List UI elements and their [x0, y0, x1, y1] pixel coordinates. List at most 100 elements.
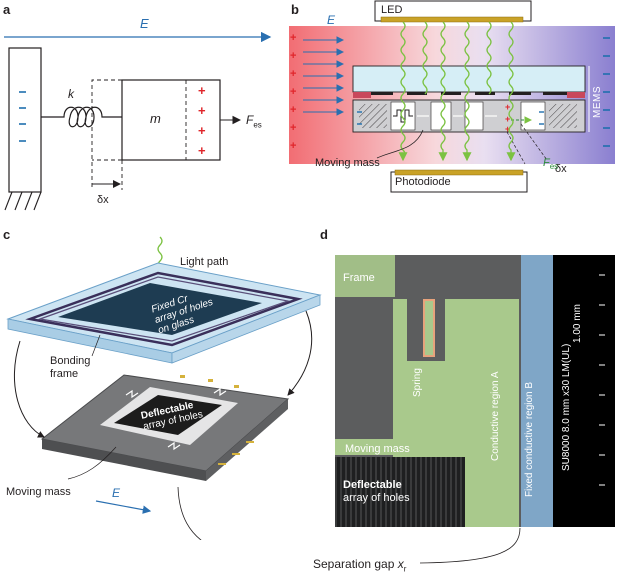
field-arrows — [303, 36, 345, 116]
displacement-label-b: δx — [555, 163, 567, 175]
bonding-layer-left — [353, 92, 371, 98]
assembly-arrow-right — [287, 310, 313, 396]
separation-gap-curve-right — [419, 527, 521, 564]
panel-b: b — [285, 0, 620, 215]
mems-base-side — [206, 399, 288, 481]
panel-c-diagram — [6, 236, 322, 540]
right-minus-charges — [603, 37, 610, 147]
ground-hatch — [4, 191, 42, 211]
svg-text:+: + — [198, 103, 206, 118]
svg-text:+: + — [290, 140, 296, 152]
sem-info-label: SU8000 8.0 mm x30 LM(UL) — [561, 343, 572, 471]
panel-c: c — [0, 225, 325, 540]
cr-array-dark-region — [58, 283, 262, 335]
deflectable-rest-d: array of holes — [343, 491, 410, 504]
svg-text:+: + — [290, 32, 296, 44]
silicon-gaps — [390, 101, 546, 131]
sem-info-bar — [553, 255, 615, 527]
svg-text:+: + — [290, 86, 296, 98]
field-label-b: E — [327, 13, 336, 27]
deflectable-array-region — [114, 395, 222, 435]
field-label-c: E — [112, 486, 121, 500]
frame-label-d: Frame — [343, 272, 375, 284]
force-leader-b — [520, 123, 548, 161]
moving-mass-label-d: Moving mass — [345, 443, 410, 455]
bonding-frame-inner — [37, 276, 291, 342]
scale-bar — [599, 274, 605, 486]
svg-text:+: + — [290, 122, 296, 134]
photodiode-gold-strip — [394, 169, 524, 176]
photodiode-label: Photodiode — [395, 176, 451, 188]
force-label-a: Fes — [246, 114, 262, 129]
silicon-spring-meander — [393, 109, 413, 123]
bonding-layer-right — [567, 92, 585, 98]
separation-gap-subscript: r — [403, 564, 407, 574]
moving-mass-leader — [376, 129, 424, 159]
svg-text:+: + — [290, 104, 296, 116]
separation-gap-label: Separation gap xr — [313, 558, 406, 573]
assembly-arrow-left — [13, 340, 45, 438]
separation-gap-text: Separation gap — [313, 557, 398, 571]
wall-minus-charges — [19, 91, 26, 142]
separation-gap-variable: x — [397, 557, 404, 571]
panel-letter-d: d — [320, 227, 328, 242]
mems-base-front — [42, 439, 206, 481]
left-comb-hatch — [359, 104, 387, 128]
panel-b-diagram: ++++ +++ +++ — [289, 0, 615, 193]
gold-contact-pads — [180, 375, 254, 465]
field-arrow-c — [95, 500, 152, 514]
force-subscript: es — [253, 120, 262, 130]
conductive-a-label: Conductive region A — [490, 371, 501, 461]
light-path-label: Light path — [180, 256, 229, 268]
spring-structures-c — [125, 387, 227, 451]
svg-text:+: + — [198, 83, 206, 98]
spring-beam — [423, 299, 435, 357]
panel-d: d Frame Spring Conductive region A Fixed — [315, 225, 620, 540]
light-paths — [398, 21, 516, 162]
moving-mass-label-b: Moving mass — [315, 157, 380, 169]
mass-minus-charges-b — [357, 111, 544, 125]
fixed-wall — [8, 47, 42, 193]
svg-text:+: + — [198, 123, 206, 138]
force-label-b: Fes — [543, 158, 558, 171]
field-label-a: E — [140, 16, 149, 31]
separation-gap-curve-left — [177, 486, 202, 540]
right-comb-hatch — [549, 104, 577, 128]
spring-coil — [41, 106, 122, 128]
frame-region — [335, 255, 395, 297]
force-symbol: F — [246, 113, 254, 127]
fixed-region-b — [521, 255, 553, 527]
svg-text:+: + — [505, 114, 510, 124]
bonding-frame-outer — [25, 271, 303, 347]
panel-letter-b: b — [291, 2, 299, 17]
bonding-frame-leader — [91, 334, 101, 357]
sem-image — [335, 255, 615, 527]
mems-label: MEMS — [592, 86, 603, 118]
moving-mass-strip — [335, 439, 465, 455]
displacement-label-a: δx — [97, 194, 109, 206]
led-gold-strip — [380, 16, 524, 23]
mass-plus-charges: + + + + — [198, 83, 206, 158]
led-label: LED — [381, 4, 403, 16]
mass-block — [121, 79, 221, 161]
separation-gap-connector — [419, 527, 521, 564]
svg-text:+: + — [505, 124, 510, 134]
scale-label: 1.00 mm — [572, 304, 583, 343]
bonding-frame-text: Bonding frame — [50, 355, 91, 380]
displacement-leader-b — [506, 131, 526, 165]
svg-text:+: + — [198, 143, 206, 158]
left-plus-charges: ++++ +++ — [290, 32, 296, 152]
deflectable-array-region-d — [335, 457, 465, 527]
moving-mass-leader-c — [67, 446, 117, 480]
force-symbol-b: F — [543, 157, 550, 169]
force-subscript-b: es — [549, 162, 559, 172]
spring-label: k — [68, 87, 74, 101]
glass-plate-side — [171, 294, 321, 364]
bonding-frame-label: Bonding frame — [50, 355, 90, 380]
fixed-b-label: Fixed conductive region B — [524, 381, 535, 497]
panel-a-diagram: + + + + — [4, 31, 272, 211]
spring-label-d: Spring — [412, 368, 423, 397]
deflectable-label-d: Deflectable array of holes — [343, 479, 410, 504]
svg-text:+: + — [290, 50, 296, 62]
panel-letter-c: c — [3, 227, 11, 242]
